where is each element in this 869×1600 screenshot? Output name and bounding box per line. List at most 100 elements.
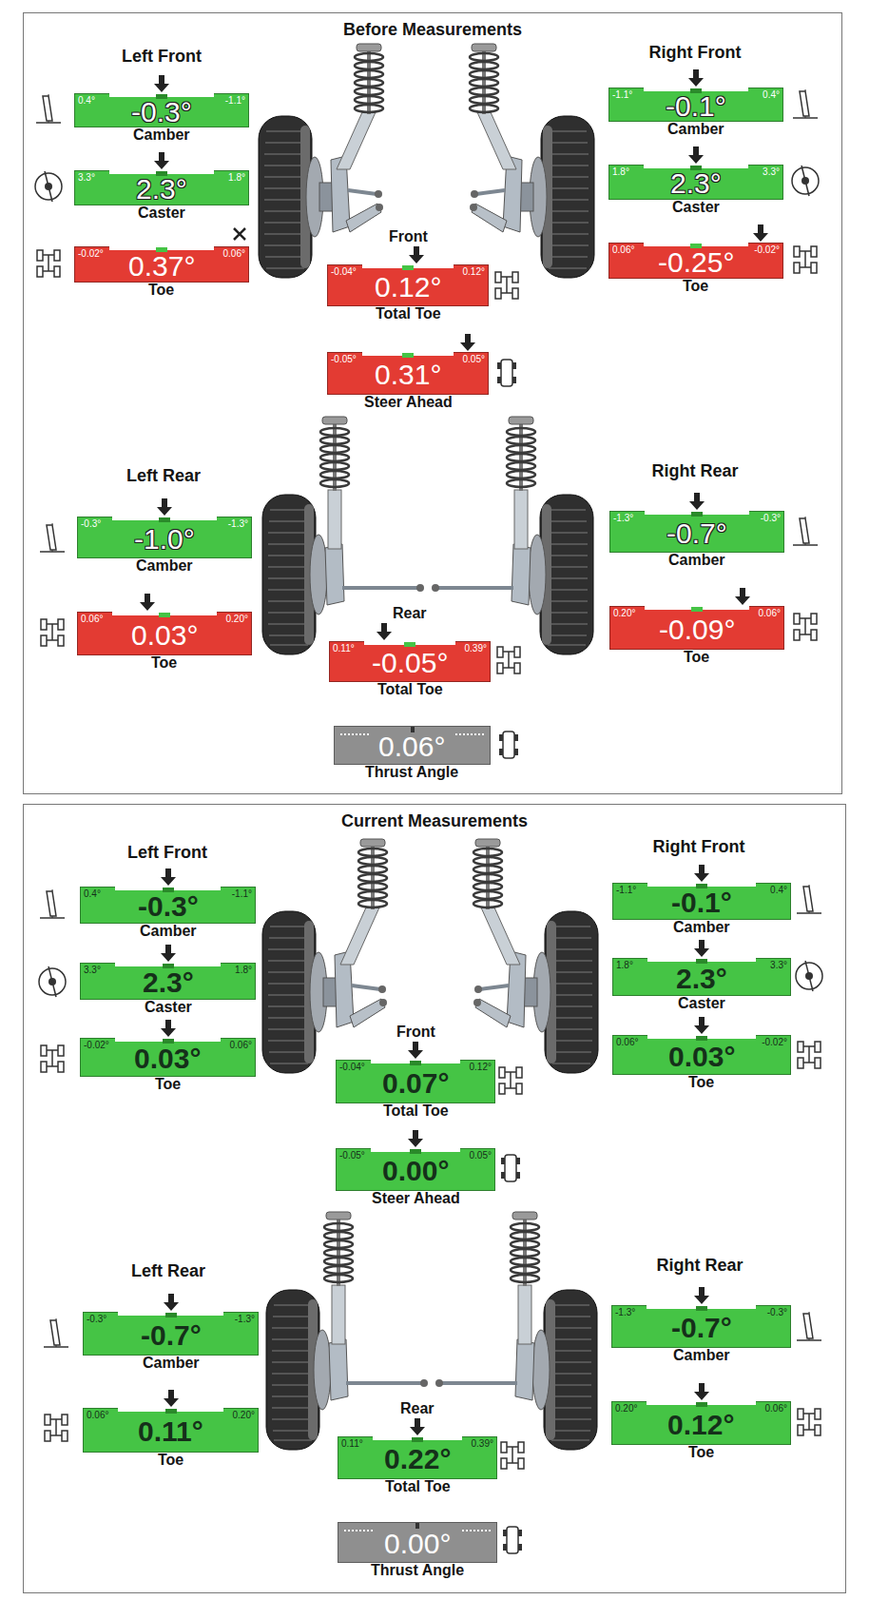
- gauge-min: -0.3°: [86, 1313, 107, 1324]
- gauge-bar: -0.02°0.06°0.37°Toe: [74, 246, 250, 283]
- gauge-bar: -0.02°0.06°0.03°Toe: [79, 1037, 256, 1077]
- gauge-max: 0.12°: [463, 266, 485, 277]
- tolerance-mark: [158, 517, 171, 522]
- measurement-panel: Before Measurements0.4°-1.1°-0.3°Camber-…: [22, 12, 843, 794]
- gauge-max: -0.3°: [767, 1306, 788, 1317]
- pointer-arrow-head: [734, 587, 751, 605]
- gauge-bar: 0.06°-0.02°0.03°Toe: [612, 1034, 792, 1075]
- pointer-arrow-head: [688, 146, 704, 164]
- tolerance-mark: [695, 1035, 708, 1041]
- gauge-value: -0.3°: [137, 889, 199, 923]
- gauge-value: -0.7°: [666, 514, 728, 552]
- pointer-arrow-head: [694, 939, 710, 957]
- pointer-arrow-head: [154, 75, 170, 93]
- gauge-value: 0.00°: [384, 1525, 451, 1562]
- wheel-label: Right Rear: [599, 461, 791, 481]
- gauge-value: 0.03°: [134, 1041, 201, 1076]
- gauge-value: 0.37°: [128, 250, 195, 282]
- gauge-bar: -1.3°-0.3°-0.7°Camber: [611, 1304, 792, 1348]
- gauge-min: 0.20°: [613, 607, 636, 618]
- dotted-scale: [340, 733, 369, 735]
- pointer-arrow-head: [408, 246, 425, 264]
- gauge-name: Toe: [154, 1076, 181, 1092]
- gauge-max: 0.20°: [226, 613, 249, 624]
- gauge-min: 0.20°: [615, 1402, 638, 1413]
- gauge-min: -0.05°: [339, 1149, 366, 1160]
- pointer-arrow-head: [753, 224, 769, 242]
- gauge-max: 0.05°: [469, 1149, 492, 1160]
- pointer-arrow: [159, 944, 177, 962]
- gauge-value: 2.3°: [135, 173, 188, 205]
- gauge-bar: Rear0.11°0.39°0.22°Total Toe: [337, 1435, 498, 1479]
- pointer-arrow: [693, 1286, 711, 1304]
- pointer-arrow-head: [156, 498, 173, 516]
- tolerance-mark: [402, 352, 414, 358]
- gauge-bar: -0.3°-1.3°-0.7°Camber: [82, 1311, 259, 1355]
- pointer-arrow-head: [160, 944, 176, 962]
- gauge-max: 1.8°: [228, 172, 246, 183]
- tolerance-mark: [165, 1312, 177, 1317]
- pointer-arrow-head: [154, 152, 170, 170]
- gauge-value: -0.7°: [140, 1314, 202, 1354]
- pointer-arrow: [155, 498, 174, 516]
- gauge-value: -0.1°: [671, 886, 733, 919]
- gauge-name: Thrust Angle: [365, 764, 459, 780]
- pointer-arrow: [153, 152, 171, 170]
- gauge-value: 0.11°: [137, 1410, 204, 1451]
- gauge-name: Caster: [672, 199, 720, 215]
- dotted-scale: [455, 733, 484, 735]
- gauge-bar: -0.05°0.05°0.00°Steer Ahead: [335, 1147, 496, 1191]
- gauge-min: 0.4°: [83, 888, 101, 899]
- gauge-bar: 0.00°Thrust Angle: [337, 1521, 498, 1563]
- pointer-arrow-head: [409, 1417, 425, 1435]
- gauge-bar: Front-0.04°0.12°0.12°Total Toe: [327, 264, 489, 307]
- gauge-name: Camber: [133, 127, 191, 143]
- tolerance-mark: [411, 1436, 424, 1442]
- gauge-name: Caster: [677, 995, 726, 1011]
- gauge-max: -1.1°: [231, 888, 252, 899]
- wheel-label: Right Front: [603, 836, 794, 856]
- pointer-arrow-head: [160, 1019, 176, 1037]
- gauge-min: 1.8°: [616, 959, 634, 970]
- pointer-arrow: [408, 1417, 426, 1435]
- gauge-value: 0.12°: [667, 1404, 734, 1444]
- gauge-bar: 1.8°3.3°2.3°Caster: [608, 164, 784, 200]
- gauge-name: Steer Ahead: [364, 394, 453, 410]
- gauge-min: 3.3°: [77, 172, 96, 183]
- gauge-max: 0.39°: [464, 642, 487, 654]
- wheel-label: Right Rear: [604, 1255, 795, 1275]
- pointer-arrow: [693, 1016, 711, 1034]
- gauge-name: Camber: [673, 919, 731, 935]
- gauge-name: Toe: [688, 1444, 715, 1460]
- gauge-max: 0.06°: [765, 1402, 788, 1413]
- gauge-max: 0.06°: [223, 248, 246, 259]
- pointer-arrow: [693, 1382, 711, 1400]
- gauge-name: Toe: [683, 649, 710, 665]
- gauge-bar: 0.06°0.20°0.11°Toe: [82, 1407, 259, 1452]
- gauge-max: 0.20°: [232, 1409, 255, 1420]
- gauge-bar: -0.05°0.05°0.31°Steer Ahead: [327, 351, 489, 395]
- pointer-arrow: [693, 864, 711, 882]
- gauge-name: Camber: [667, 121, 725, 137]
- wheel-label: Right Front: [599, 42, 791, 62]
- gauge-value: -0.7°: [671, 1308, 733, 1347]
- pointer-arrow: [406, 1041, 425, 1059]
- gauge-bar: -0.3°-1.3°-1.0°Camber: [77, 516, 252, 559]
- pointer-arrow-head: [694, 1382, 710, 1400]
- tolerance-mark: [695, 1305, 708, 1311]
- gauge-bar: 0.06°Thrust Angle: [333, 725, 491, 765]
- gauge-max: 0.06°: [230, 1039, 252, 1050]
- gauge-value: 0.06°: [378, 729, 445, 764]
- gauge-value: 2.3°: [675, 961, 728, 995]
- gauge-name: Camber: [668, 552, 726, 568]
- gauge-bar: 0.20°0.06°-0.09°Toe: [609, 605, 785, 650]
- gauge-heading: Front: [388, 228, 428, 246]
- pointer-arrow: [138, 593, 156, 611]
- gauge-name: Thrust Angle: [370, 1562, 464, 1578]
- panel-title: Before Measurements: [23, 19, 842, 40]
- gauge-name: Camber: [135, 558, 194, 574]
- gauge-name: Toe: [682, 278, 709, 294]
- pointer-arrow-head: [407, 1129, 424, 1147]
